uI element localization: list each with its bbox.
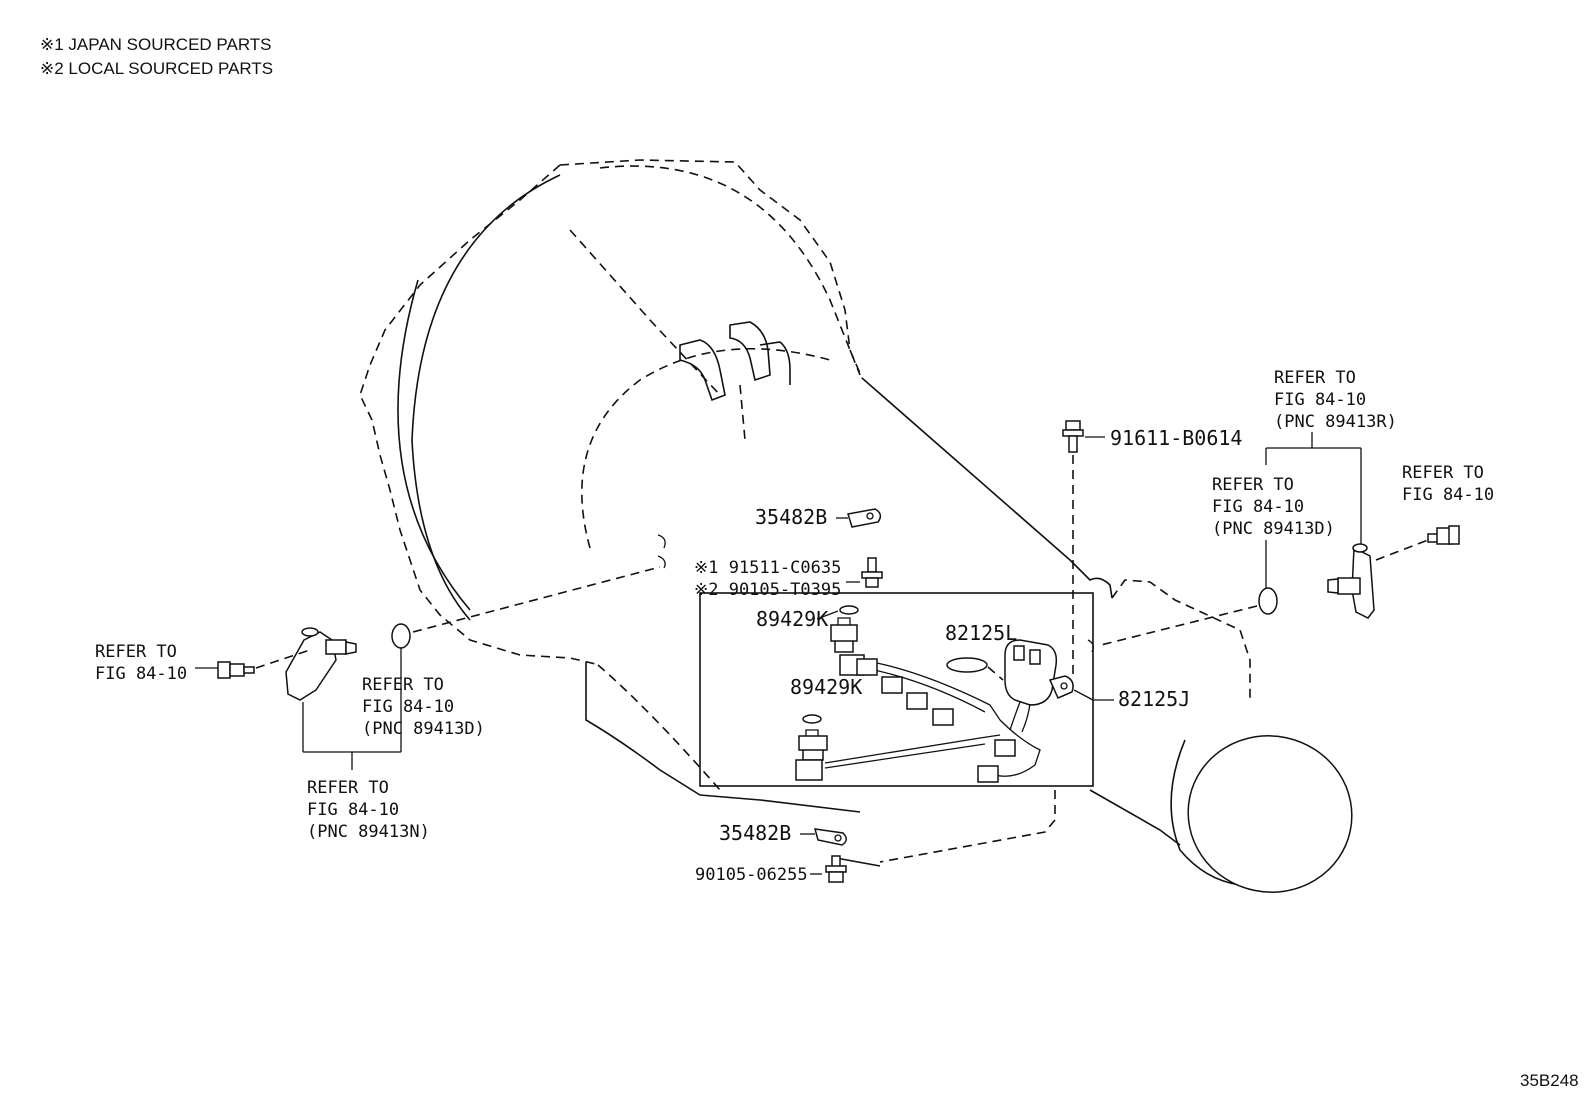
o-ring-82125l <box>946 657 988 673</box>
note-local-sourced: ※2 LOCAL SOURCED PARTS <box>40 59 273 78</box>
o-ring-89429k-mid <box>802 714 822 724</box>
ref-right-top: REFER TO FIG 84-10 (PNC 89413R) <box>1274 368 1397 432</box>
bolt-91511-c0635 <box>861 557 883 588</box>
ref-left-sensor: REFER TO FIG 84-10 (PNC 89413N) <box>307 778 430 842</box>
right-speed-sensor <box>1327 543 1375 619</box>
bolt-90105-06255 <box>825 855 847 883</box>
callout-89429k-mid: 89429K <box>790 675 862 699</box>
o-ring-89429k-top <box>839 605 859 615</box>
left-bolt <box>217 661 255 679</box>
right-bolt <box>1427 525 1460 545</box>
callout-91611-b0614: 91611-B0614 <box>1110 426 1242 450</box>
clamp-35482b-bottom <box>813 828 847 846</box>
callout-90105-t0395: ※2 90105-T0395 <box>694 580 841 600</box>
output-flange-drum <box>1187 735 1353 893</box>
ref-right-oring: REFER TO FIG 84-10 (PNC 89413D) <box>1212 475 1335 539</box>
callout-35482b-top: 35482B <box>755 505 827 529</box>
left-speed-sensor <box>285 627 357 701</box>
ref-left-oring: REFER TO FIG 84-10 (PNC 89413D) <box>362 675 485 739</box>
left-o-ring <box>391 623 411 649</box>
figure-id: 35B248 <box>1520 1071 1579 1090</box>
wire-harness-82125j <box>795 617 1074 783</box>
bolt-91611-b0614 <box>1062 420 1084 453</box>
ref-left-bolt: REFER TO FIG 84-10 <box>95 642 187 684</box>
callout-91511-c0635: ※1 91511-C0635 <box>694 558 841 578</box>
transmission-housing <box>359 159 1353 893</box>
callout-89429k-top: 89429K <box>756 607 828 631</box>
callout-90105-06255: 90105-06255 <box>695 865 808 885</box>
callout-35482b-bottom: 35482B <box>719 821 791 845</box>
clamp-35482b-top <box>847 508 882 528</box>
ref-right-bolt: REFER TO FIG 84-10 <box>1402 463 1494 505</box>
callout-82125l: 82125L <box>945 621 1017 645</box>
note-japan-sourced: ※1 JAPAN SOURCED PARTS <box>40 35 272 54</box>
harness-assembly-box <box>699 592 1094 787</box>
callout-82125j: 82125J <box>1118 687 1190 711</box>
right-o-ring <box>1258 587 1278 615</box>
